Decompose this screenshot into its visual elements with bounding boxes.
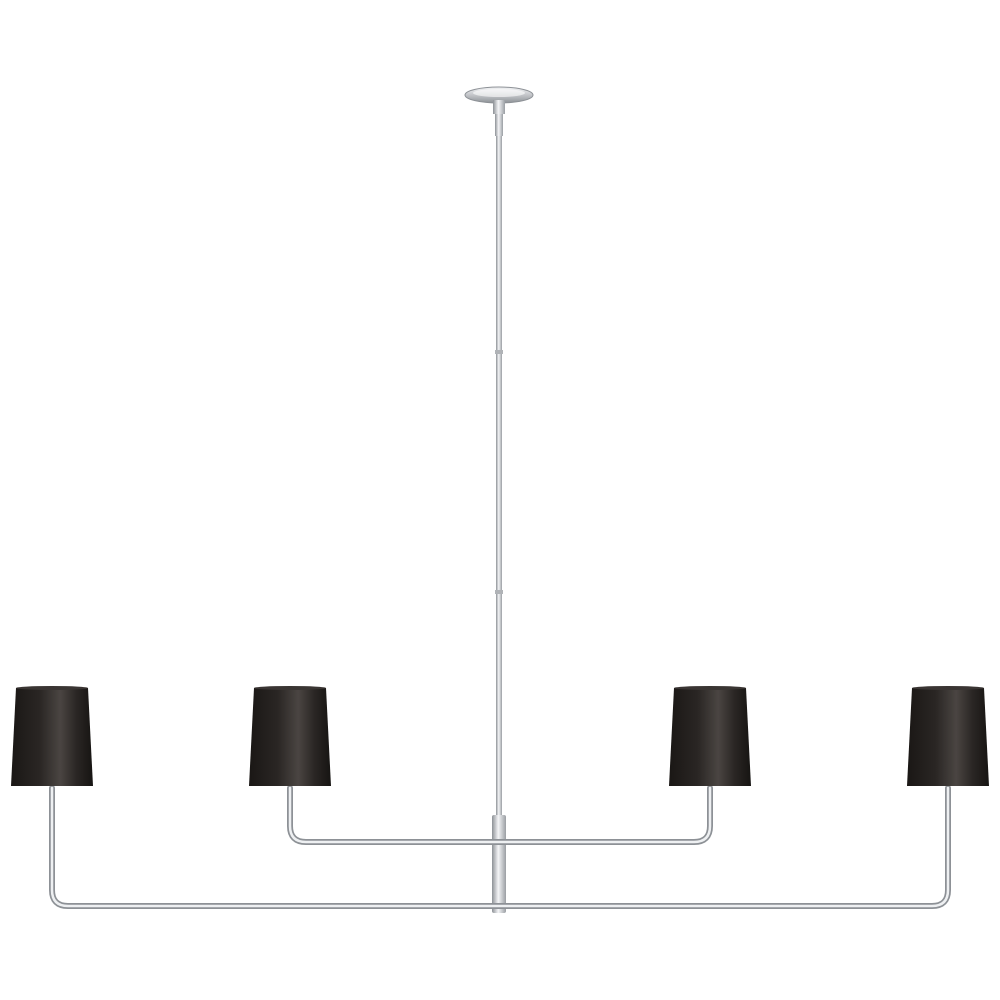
lamp-shade-2 xyxy=(249,686,331,786)
down-rod xyxy=(495,136,503,826)
lamp-shade-3 xyxy=(669,686,751,786)
lamp-shade-1 xyxy=(11,686,93,786)
lamp-shade-4 xyxy=(907,686,989,786)
ceiling-canopy xyxy=(464,86,534,136)
center-hub xyxy=(492,815,506,913)
outer-arm xyxy=(49,785,951,909)
inner-arm xyxy=(287,785,713,845)
